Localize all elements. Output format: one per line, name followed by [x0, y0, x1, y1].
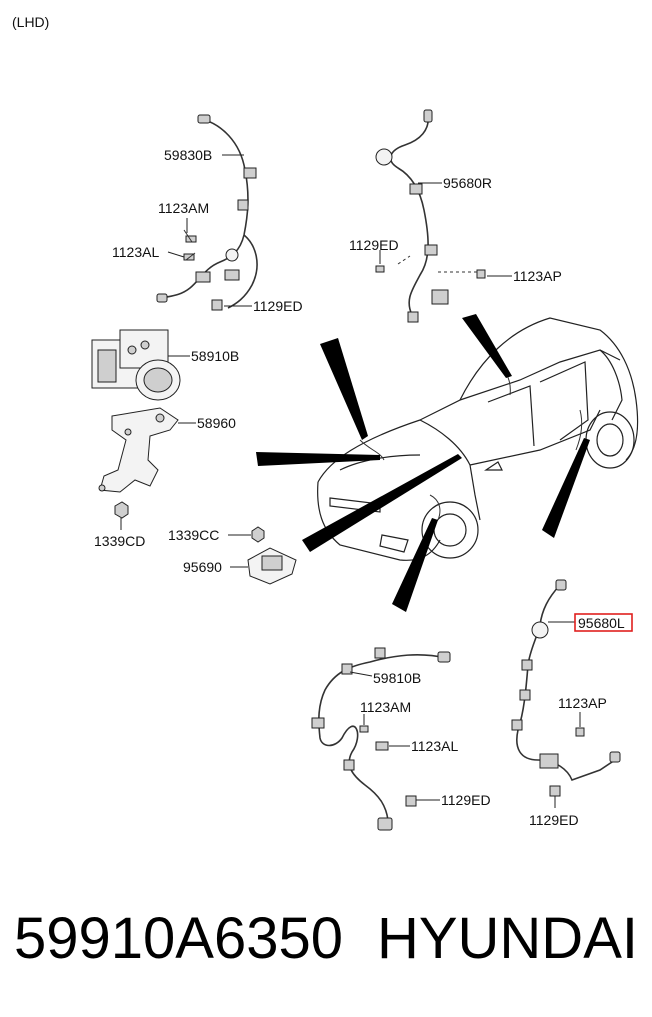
- callout-1129ed-bottom: 1129ED: [441, 792, 491, 808]
- callout-1123al-top: 1123AL: [112, 244, 159, 260]
- bolts-top-left: [183, 229, 223, 311]
- cable-59830b: [156, 114, 258, 309]
- callout-1123al-bottom: 1123AL: [411, 738, 458, 754]
- sensor-95690: [247, 547, 297, 585]
- bolt-1129ed-bottom-right: [549, 785, 561, 797]
- car-illustration: [317, 317, 639, 561]
- callout-1129ed-top: 1129ED: [253, 298, 303, 314]
- sensor-95680l: [511, 579, 621, 782]
- callout-58960: 58960: [197, 415, 236, 431]
- callout-95680l: 95680L: [578, 615, 625, 631]
- callout-1129ed-bottom-right: 1129ED: [529, 812, 579, 828]
- callout-59830b: 59830B: [164, 147, 212, 163]
- hecu-58910b: [91, 329, 181, 401]
- callout-1123am-top: 1123AM: [158, 200, 209, 216]
- pointer-wedge-rear: [542, 438, 590, 538]
- bolt-1123ap-bottom: [575, 727, 585, 737]
- variant-label: (LHD): [12, 14, 49, 30]
- highlight-box-95680l: [574, 613, 633, 632]
- bolt-1129ed-bottom: [405, 795, 417, 807]
- callout-1339cd: 1339CD: [94, 533, 145, 549]
- callout-95680r: 95680R: [443, 175, 492, 191]
- cable-59810b: [311, 647, 451, 831]
- callout-1129ed-right: 1129ED: [349, 237, 399, 253]
- pointer-wedge-front-left-cable: [392, 518, 438, 612]
- callout-95690: 95690: [183, 559, 222, 575]
- footer-caption: 59910A6350 HYUNDAI: [14, 905, 638, 975]
- bolt-1123ap-top: [476, 269, 486, 279]
- bracket-58960: [98, 407, 179, 493]
- bolt-1129ed-right: [375, 265, 385, 273]
- callout-1123ap-top: 1123AP: [513, 268, 562, 284]
- nut-1339cc: [251, 526, 265, 543]
- pointer-wedge-abs-left: [256, 452, 380, 466]
- part-number: 59910A6350: [14, 906, 343, 971]
- callout-59810b: 59810B: [373, 670, 421, 686]
- bolt-1123am-bottom: [359, 725, 369, 733]
- callout-1123ap-bottom: 1123AP: [558, 695, 607, 711]
- callout-1123am-bottom: 1123AM: [360, 699, 411, 715]
- callout-58910b: 58910B: [191, 348, 239, 364]
- pointer-wedge-yaw: [302, 454, 462, 552]
- bolt-1123al-bottom: [375, 741, 389, 751]
- brand-name: HYUNDAI: [376, 906, 638, 971]
- callout-1339cc: 1339CC: [168, 527, 219, 543]
- nut-1339cd: [114, 501, 129, 519]
- sensor-95680r: [375, 109, 449, 323]
- pointer-wedge-sensor-front-right: [462, 314, 512, 378]
- pointer-wedge-hecu: [320, 338, 368, 440]
